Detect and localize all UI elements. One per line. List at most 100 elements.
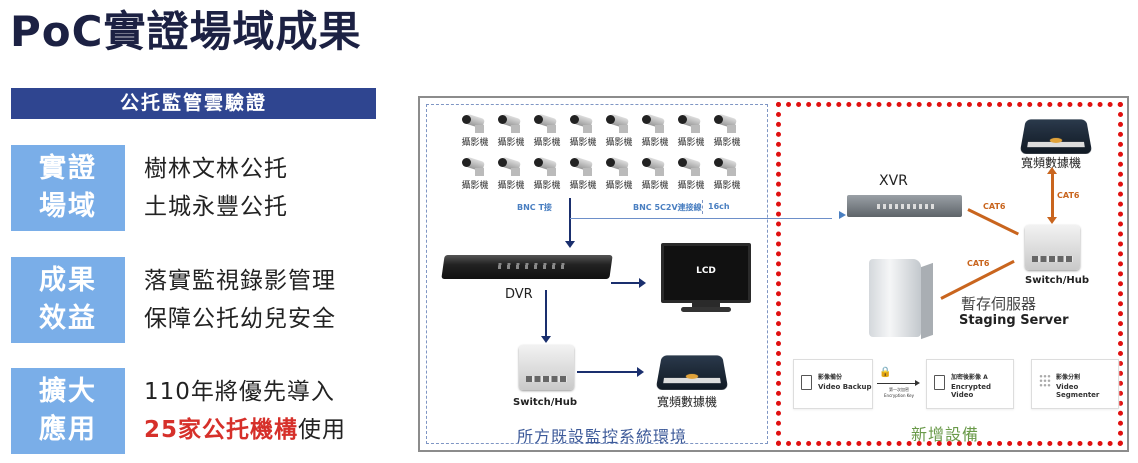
cat6-label: CAT6 (983, 202, 1006, 211)
info-row-site: 實證 場域 樹林文林公托 土城永豐公托 (11, 145, 391, 231)
info-tag-line: 效益 (39, 303, 97, 334)
encryption-step-zh: 第一次加密 (889, 387, 909, 392)
info-text-line: 落實監視錄影管理 (144, 268, 336, 294)
encryption-step-label: 第一次加密 Encryption Key (881, 387, 917, 398)
new-equipment-zone: 寬頻數據機 XVR CAT6 CAT6 Switch/Hub CAT6 暫存伺服… (776, 102, 1123, 446)
info-tag: 實證 場域 (11, 145, 125, 231)
switch-label: Switch/Hub (513, 397, 577, 408)
cat6-xvr-switch-line (967, 208, 1019, 236)
camera-icon (461, 113, 489, 135)
camera-label: 攝影機 (677, 181, 705, 191)
camera-to-dvr-line (569, 198, 571, 243)
camera-icon (461, 156, 489, 178)
camera-label: 攝影機 (569, 181, 597, 191)
camera-label: 攝影機 (713, 181, 741, 191)
modem-device (655, 355, 729, 390)
info-text: 110年將優先導入 25家公托機構使用 (144, 368, 346, 454)
camera-icon (641, 113, 669, 135)
info-row-expansion: 擴大 應用 110年將優先導入 25家公托機構使用 (11, 368, 391, 454)
server-label-zh: 暫存伺服器 (961, 295, 1037, 313)
camera-icon (677, 156, 705, 178)
camera: 攝影機 (567, 156, 599, 191)
arrow-right-icon (915, 380, 920, 386)
card-subtitle: Encrypted Video (951, 383, 992, 399)
existing-zone-label: 所方既設監控系統環境 (517, 427, 688, 446)
info-text-rest: 使用 (298, 417, 347, 443)
camera-icon (713, 156, 741, 178)
camera: 攝影機 (459, 113, 491, 148)
existing-system-zone: 攝影機攝影機攝影機攝影機攝影機攝影機攝影機攝影機攝影機攝影機攝影機攝影機攝影機攝… (426, 104, 832, 446)
info-text-line: 110年將優先導入 (144, 379, 335, 405)
cat6-label: CAT6 (1057, 191, 1080, 200)
camera-icon (713, 113, 741, 135)
camera-label: 攝影機 (533, 138, 561, 148)
info-text-line: 保障公托幼兒安全 (144, 306, 336, 332)
section-banner: 公托監管雲驗證 (11, 88, 376, 119)
xvr-label: XVR (879, 173, 908, 189)
camera: 攝影機 (603, 113, 635, 148)
info-text-line: 25家公托機構使用 (144, 411, 346, 449)
system-diagram: 攝影機攝影機攝影機攝影機攝影機攝影機攝影機攝影機攝影機攝影機攝影機攝影機攝影機攝… (418, 96, 1129, 452)
camera: 攝影機 (459, 156, 491, 191)
encryption-step-en: Encryption Key (884, 393, 914, 398)
divider (702, 200, 703, 214)
camera-icon (497, 156, 525, 178)
camera: 攝影機 (603, 156, 635, 191)
lcd-monitor: LCD (661, 243, 751, 303)
camera-icon (641, 156, 669, 178)
camera: 攝影機 (639, 113, 671, 148)
camera-label: 攝影機 (497, 181, 525, 191)
server-label-en: Staging Server (959, 313, 1069, 328)
camera-icon (533, 156, 561, 178)
arrow-right-icon (839, 211, 846, 219)
camera-icon (497, 113, 525, 135)
locked-document-icon (934, 375, 945, 390)
camera: 攝影機 (531, 113, 563, 148)
camera-icon (569, 113, 597, 135)
arrow-right-icon (639, 278, 646, 288)
arrow-down-icon (541, 336, 551, 343)
camera-icon (605, 156, 633, 178)
highlight-text: 25家公托機構 (144, 417, 299, 443)
info-text: 樹林文林公托 土城永豐公托 (144, 145, 288, 231)
dvr-to-switch-line (545, 290, 547, 338)
info-text: 落實監視錄影管理 保障公托幼兒安全 (144, 257, 336, 343)
camera-label: 攝影機 (461, 181, 489, 191)
info-tag: 擴大 應用 (11, 368, 125, 454)
channel-label: 16ch (708, 202, 730, 211)
card-title: 加密後影像 A (951, 374, 988, 381)
page-title: PoC實證場域成果 (10, 7, 362, 56)
new-zone-label: 新增設備 (911, 425, 980, 444)
camera-label: 攝影機 (713, 138, 741, 148)
info-tag-line: 場域 (39, 191, 97, 222)
lcd-base (681, 307, 731, 312)
info-text-line: 樹林文林公托 (144, 156, 288, 182)
camera-icon (569, 156, 597, 178)
camera-label: 攝影機 (641, 138, 669, 148)
camera-label: 攝影機 (497, 138, 525, 148)
document-icon (801, 375, 812, 390)
video-segmenter-card: 影像分割 Video Segmenter (1031, 359, 1119, 409)
bnc-to-xvr-line (570, 218, 832, 219)
bnc-t-label: BNC T接 (517, 203, 552, 212)
camera-label: 攝影機 (605, 138, 633, 148)
camera-icon (605, 113, 633, 135)
arrow-up-icon (1047, 167, 1057, 174)
arrow-right-icon (637, 367, 644, 377)
dvr-device (441, 255, 613, 279)
arrow-down-icon (1047, 217, 1057, 224)
camera: 攝影機 (711, 156, 743, 191)
card-subtitle: Video Segmenter (1056, 383, 1100, 399)
modem-label: 寬頻數據機 (1021, 156, 1082, 170)
info-tag: 成果 效益 (11, 257, 125, 343)
dvr-label: DVR (505, 287, 533, 302)
info-tag-line: 應用 (39, 414, 97, 445)
camera: 攝影機 (711, 113, 743, 148)
staging-server-device (869, 259, 933, 340)
camera-label: 攝影機 (533, 181, 561, 191)
lcd-stand (692, 302, 720, 307)
video-backup-card: 影像備份 Video Backup (793, 359, 873, 409)
info-row-benefit: 成果 效益 落實監視錄影管理 保障公托幼兒安全 (11, 257, 391, 343)
camera: 攝影機 (675, 156, 707, 191)
camera: 攝影機 (495, 156, 527, 191)
